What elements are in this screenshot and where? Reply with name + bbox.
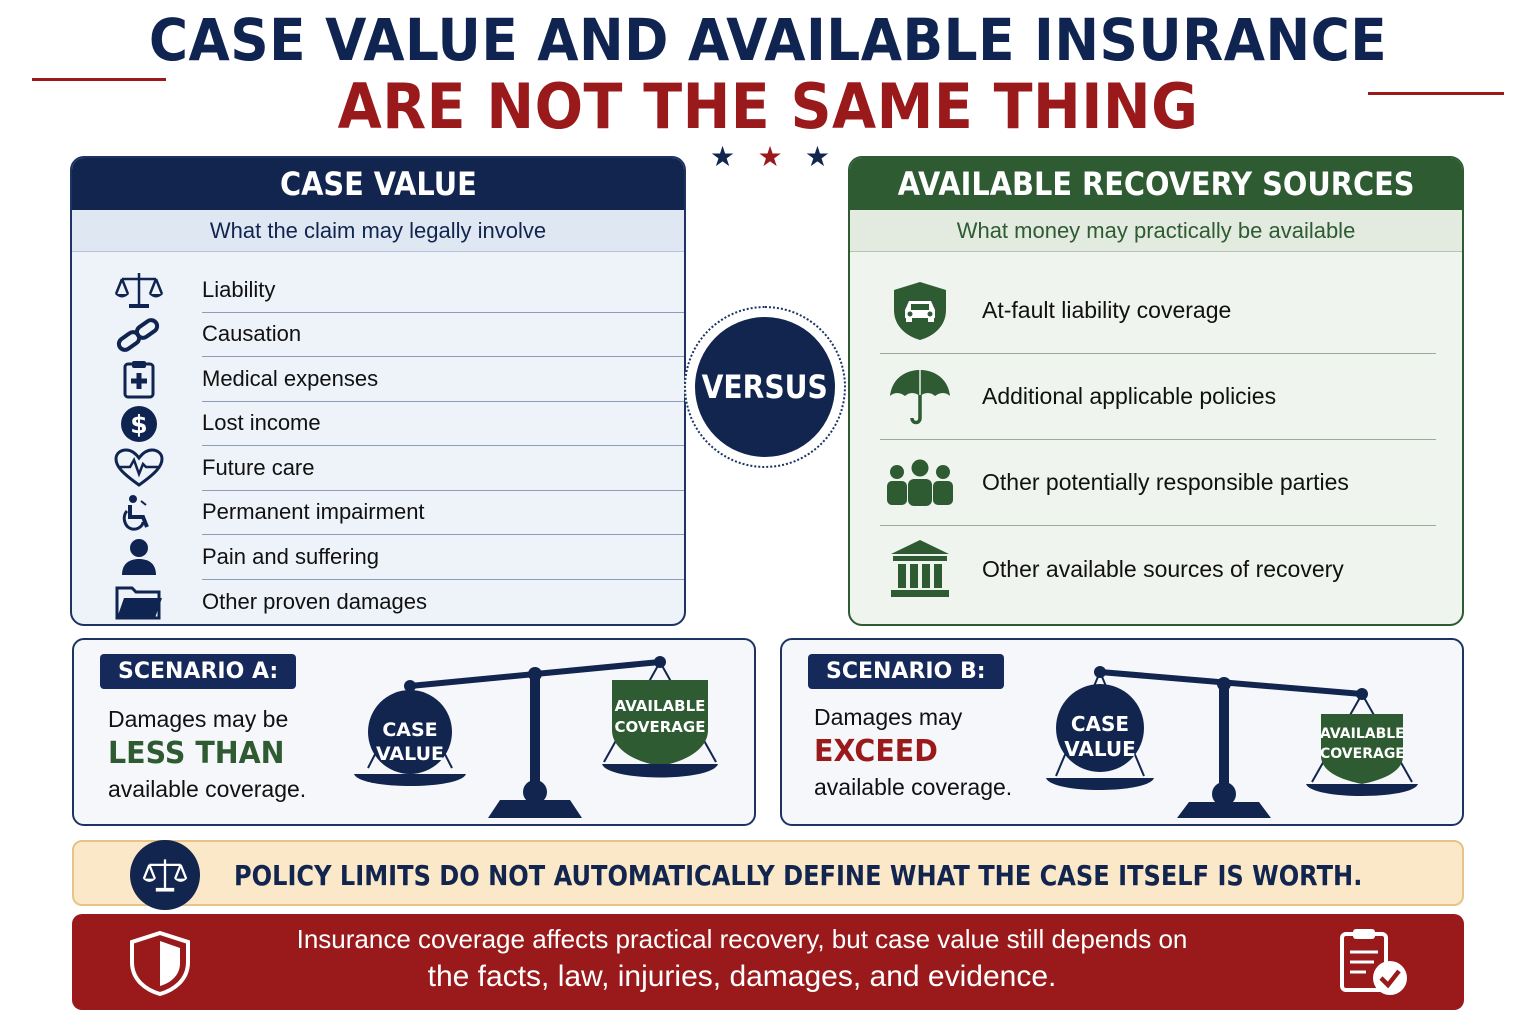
scenario-b-badge: SCENARIO B: — [808, 654, 1004, 689]
case-value-list: Liability Causation Medical expenses $ L… — [112, 268, 684, 625]
versus-label: VERSUS — [701, 368, 829, 406]
recovery-sources-panel: AVAILABLE RECOVERY SOURCES What money ma… — [848, 156, 1464, 626]
list-item-label: Other potentially responsible parties — [982, 469, 1349, 495]
dollar-icon: $ — [112, 404, 166, 444]
list-item: Future care — [112, 446, 684, 491]
list-item-label: Lost income — [202, 402, 684, 446]
scenario-b-text: Damages may EXCEED available coverage. — [814, 702, 1012, 802]
person-icon — [112, 537, 166, 577]
bank-icon — [880, 538, 960, 600]
folder-icon — [112, 582, 166, 622]
svg-text:$: $ — [130, 410, 147, 439]
list-item: Other proven damages — [112, 580, 684, 625]
list-item: Causation — [112, 313, 684, 357]
scenario-b-case-value-label: CASE VALUE — [1064, 712, 1136, 761]
scenario-a-badge: SCENARIO A: — [100, 654, 297, 689]
scenario-b-coverage-label: AVAILABLE COVERAGE — [1320, 726, 1405, 762]
umbrella-icon — [880, 366, 960, 428]
list-item: Permanent impairment — [112, 491, 684, 535]
star-icon: ★ — [804, 141, 830, 172]
policy-limits-text: POLICY LIMITS DO NOT AUTOMATICALLY DEFIN… — [234, 842, 1536, 908]
list-item: Liability — [112, 268, 684, 313]
list-item: $ Lost income — [112, 402, 684, 446]
scenario-b-emphasis: EXCEED — [814, 734, 938, 769]
list-item-label: Future care — [202, 446, 684, 491]
scales-icon — [112, 270, 166, 310]
heartbeat-icon — [112, 448, 166, 488]
clipboard-check-icon — [1340, 929, 1407, 995]
scenario-b-line1: Damages may — [814, 704, 963, 730]
title-rule-left — [32, 78, 166, 81]
scenario-a-emphasis: LESS THAN — [108, 736, 285, 771]
recovery-sources-list: At-fault liability coverage Additional a… — [880, 268, 1436, 612]
case-value-subtitle: What the claim may legally involve — [72, 210, 684, 252]
scales-icon — [130, 840, 200, 910]
case-value-title: CASE VALUE — [279, 165, 477, 203]
list-item-label: Other proven damages — [202, 588, 428, 614]
list-item: Medical expenses — [112, 357, 684, 402]
title-line-2: ARE NOT THE SAME THING — [337, 70, 1199, 143]
title-rule-right — [1368, 92, 1504, 95]
list-item-label: Pain and suffering — [202, 535, 684, 580]
star-row: ★ ★ ★ — [710, 140, 830, 174]
policy-limits-banner: POLICY LIMITS DO NOT AUTOMATICALLY DEFIN… — [72, 840, 1464, 910]
list-item-label: Additional applicable policies — [982, 383, 1277, 409]
wheelchair-icon — [112, 493, 166, 533]
scenario-a-line1: Damages may be — [108, 706, 289, 732]
car-shield-icon — [880, 280, 960, 342]
policy-limits-label: POLICY LIMITS DO NOT AUTOMATICALLY DEFIN… — [234, 858, 1363, 892]
list-item-label: Medical expenses — [202, 357, 684, 402]
case-value-panel: CASE VALUE What the claim may legally in… — [70, 156, 686, 626]
footer-banner: Insurance coverage affects practical rec… — [72, 914, 1464, 1010]
recovery-sources-title: AVAILABLE RECOVERY SOURCES — [897, 165, 1415, 203]
scenario-a-case-value-label: CASE VALUE — [376, 719, 444, 765]
list-item: Other available sources of recovery — [880, 526, 1436, 612]
footer-line-1: Insurance coverage affects practical rec… — [296, 924, 1188, 954]
list-item: Pain and suffering — [112, 535, 684, 580]
medical-clipboard-icon — [112, 359, 166, 399]
scenario-b-card: SCENARIO B: Damages may EXCEED available… — [780, 638, 1464, 826]
scenario-a-text: Damages may be LESS THAN available cover… — [108, 704, 306, 804]
list-item-label: At-fault liability coverage — [982, 297, 1232, 323]
group-icon — [880, 458, 960, 508]
recovery-sources-subtitle: What money may practically be available — [850, 210, 1462, 252]
scale-b-illustration — [1046, 666, 1418, 818]
list-item-label: Causation — [202, 313, 684, 357]
star-icon: ★ — [710, 141, 736, 172]
list-item-label: Liability — [202, 268, 684, 313]
list-item: Other potentially responsible parties — [880, 440, 1436, 526]
list-item: Additional applicable policies — [880, 354, 1436, 440]
case-value-header: CASE VALUE — [72, 158, 684, 210]
title-line-1: CASE VALUE AND AVAILABLE INSURANCE — [148, 6, 1388, 74]
chain-link-icon — [112, 315, 166, 355]
shield-icon — [130, 930, 190, 996]
star-icon: ★ — [757, 141, 783, 172]
list-item-label: Permanent impairment — [202, 491, 684, 535]
scenario-a-line3: available coverage. — [108, 776, 307, 802]
versus-badge: VERSUS — [684, 306, 846, 468]
list-item: At-fault liability coverage — [880, 268, 1436, 354]
scenario-a-coverage-label: AVAILABLE COVERAGE — [614, 697, 706, 736]
footer-line-2: the facts, law, injuries, damages, and e… — [427, 960, 1057, 993]
scale-a-illustration — [354, 656, 718, 818]
recovery-sources-header: AVAILABLE RECOVERY SOURCES — [850, 158, 1462, 210]
list-item-label: Other available sources of recovery — [982, 555, 1344, 582]
scenario-b-line3: available coverage. — [814, 774, 1013, 800]
scenario-a-card: SCENARIO A: Damages may be LESS THAN ava… — [72, 638, 756, 826]
